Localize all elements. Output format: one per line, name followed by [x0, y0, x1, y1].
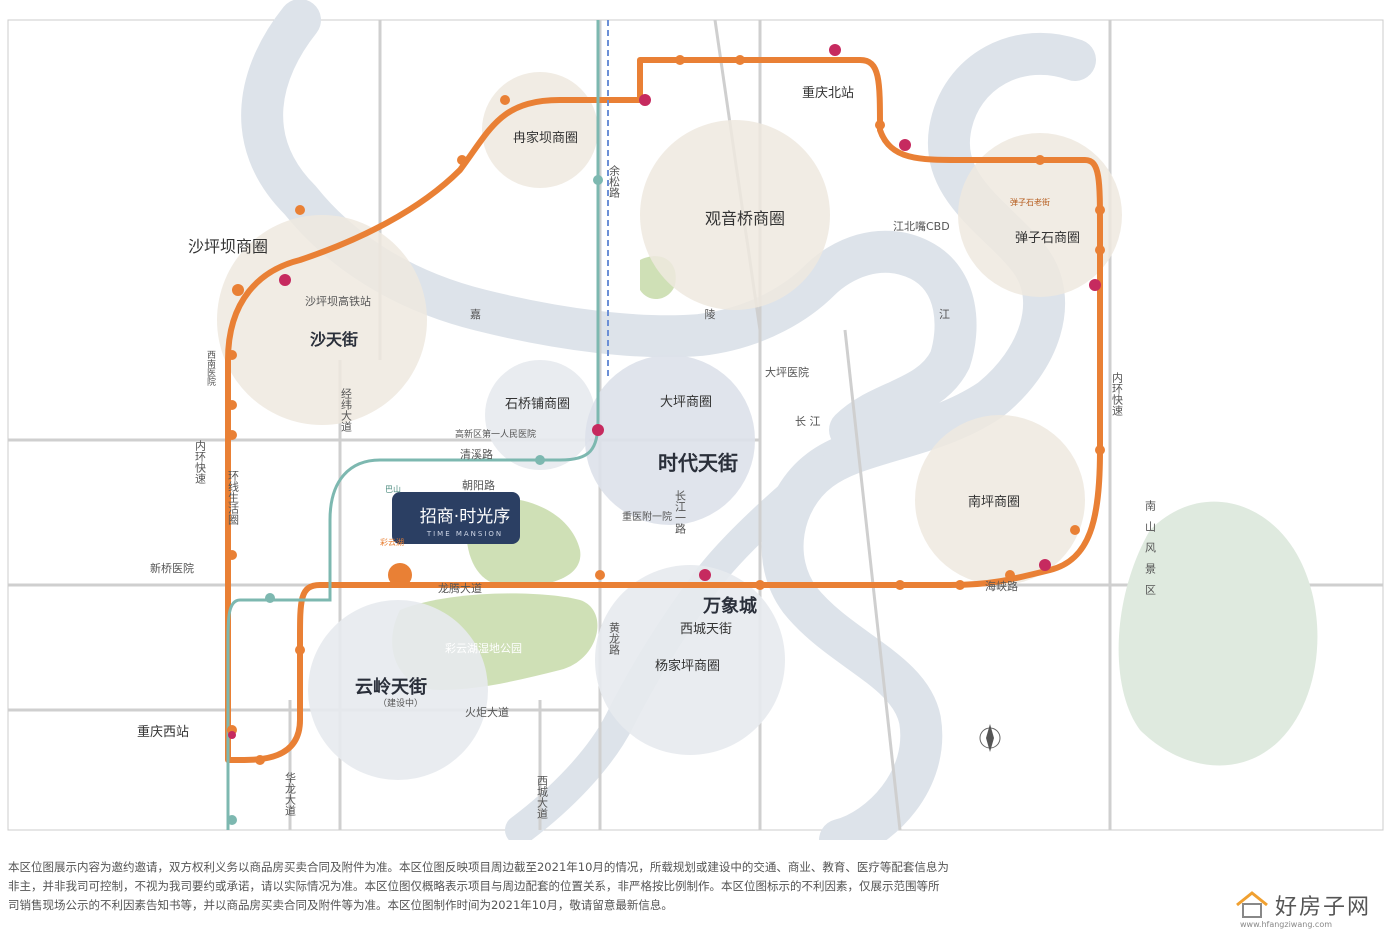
mall-shidaitianjie: 时代天街	[658, 451, 738, 475]
hospital-xinan: 西南医院	[205, 350, 216, 387]
district-daping: 大坪商圈	[660, 395, 712, 410]
station-shapingba-hsr: 沙坪坝高铁站	[305, 294, 371, 308]
label-bashan: 巴山	[385, 484, 401, 494]
business-circles	[217, 72, 1122, 780]
label-caiyunhu: 彩云湖	[380, 537, 404, 547]
road-huoju: 火炬大道	[465, 705, 509, 719]
road-changjiang1: 长江一路	[674, 490, 687, 535]
road-chaoyang: 朝阳路	[462, 479, 495, 492]
metro-line-teal	[226, 20, 600, 830]
road-longteng: 龙腾大道	[438, 581, 482, 595]
district-shiqiaopu: 石桥铺商圈	[505, 397, 570, 412]
mall-xichengtianjie: 西城天街	[680, 622, 732, 637]
mall-shitiandi: 沙天街	[310, 330, 358, 349]
disclaimer-line-1: 本区位图展示内容为邀约邀请，双方权利义务以商品房买卖合同及附件为准。本区位图反映…	[8, 860, 949, 874]
jialing-river	[241, 0, 977, 451]
road-haixia: 海峡路	[985, 579, 1018, 593]
watermark-text: 好房子网	[1275, 895, 1372, 920]
hospital-daping: 大坪医院	[765, 365, 809, 379]
project-en: TIME MANSION	[426, 530, 503, 538]
watermark-url: www.hfangziwang.com	[1240, 920, 1333, 929]
disclaimer-line-2: 非主，并非我司可控制，不视为我司要约或承诺，请以实际情况为准。本区位图仅概略表示…	[8, 879, 940, 893]
station-dots	[227, 55, 1105, 825]
hospital-xinqiao: 新桥医院	[150, 561, 194, 575]
label-yangtze: 长 江	[795, 415, 821, 428]
disclaimer-line-3: 司销售现场公示的不利因素告知书等，并以商品房买卖合同及附件等为准。本区位图制作时…	[8, 898, 673, 912]
road-yuesong: 余松路	[608, 164, 621, 199]
road-huanxian: 环线生活圈	[227, 470, 240, 526]
district-guanyinqiao: 观音桥商圈	[705, 209, 785, 228]
station-chongqing-north: 重庆北站	[802, 85, 854, 101]
label-wetland-park: 彩云湖湿地公园	[445, 642, 522, 655]
road-xicheng: 西城大道	[536, 775, 549, 819]
nanshan-mountain	[1118, 501, 1318, 766]
district-shapingba: 沙坪坝商圈	[188, 237, 268, 256]
district-nanping: 南坪商圈	[968, 494, 1020, 510]
hospital-gaoxin: 高新区第一人民医院	[455, 428, 536, 440]
compass-icon	[979, 724, 1001, 752]
road-neihuan-east: 内环快速	[1111, 371, 1124, 416]
road-neihuan-west: 内环快速	[194, 439, 207, 484]
mall-wanxiangcheng: 万象城	[702, 595, 757, 617]
district-jiangbeizui: 江北嘴CBD	[893, 220, 950, 233]
road-jingwei: 经纬大道	[340, 388, 353, 432]
metro-loop-line	[225, 57, 1103, 763]
mall-yunling-note: （建设中）	[378, 697, 423, 709]
label-danzishi-old: 弹子石老街	[1010, 197, 1050, 207]
road-huanglong: 黄龙路	[608, 621, 621, 656]
project-name: 招商·时光序	[420, 507, 510, 527]
district-ranjiaba: 冉家坝商圈	[513, 130, 578, 146]
district-yangjiaping: 杨家坪商圈	[655, 658, 720, 674]
disclaimer: 本区位图展示内容为邀约邀请，双方权利义务以商品房买卖合同及附件为准。本区位图反映…	[8, 858, 1238, 915]
location-map: 招商·时光序 TIME MANSION 沙坪坝商圈 冉家坝商圈 观音桥商圈 石桥…	[7, 0, 1384, 840]
label-nanshan: 南山风景区	[1144, 500, 1157, 605]
house-icon	[1236, 891, 1268, 918]
district-danzishi: 弹子石商圈	[1015, 231, 1080, 246]
watermark: 好房子网	[1235, 880, 1395, 930]
road-hualong: 华龙大道	[284, 771, 297, 816]
road-qingxi: 清溪路	[460, 448, 493, 461]
project-marker	[388, 492, 520, 587]
interchange-markers	[228, 44, 1101, 739]
yangtze-river	[761, 32, 1096, 840]
label-jialing-river: 嘉 陵 江	[470, 307, 1060, 321]
mall-yunlingtianjie: 云岭天街	[355, 676, 427, 698]
hospital-chongyi: 重医附一院	[622, 510, 672, 523]
station-chongqing-west: 重庆西站	[137, 724, 189, 740]
